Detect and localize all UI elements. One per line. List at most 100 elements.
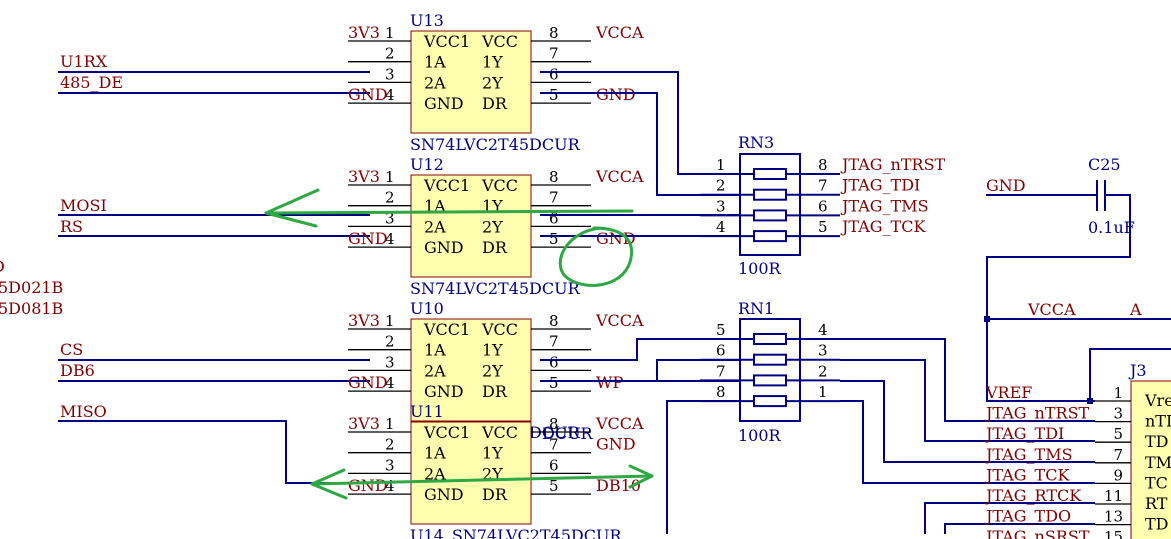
u10-pin-num-4: 4 xyxy=(385,374,395,392)
rn3-pin-left-4: 4 xyxy=(716,218,726,236)
j3-pin-num-15: 15 xyxy=(1104,528,1123,539)
wire-miso xyxy=(58,420,370,484)
j3-net-5: JTAG_TDI xyxy=(984,424,1064,443)
u12-pin-net-8: VCCA xyxy=(595,167,644,186)
u12-pin-num-6: 6 xyxy=(549,209,559,227)
rn3-net-label-2: JTAG_TMS xyxy=(840,196,929,215)
annotation-arrow-mosi-head xyxy=(264,188,320,228)
c25-value: 0.1uF xyxy=(1088,218,1135,237)
rn3-net-label-1: JTAG_TDI xyxy=(840,176,920,195)
net-label-485-de: 485_DE xyxy=(60,73,123,92)
u10-in-0: VCC1 xyxy=(423,320,470,339)
rn3-pin-right-7: 7 xyxy=(818,177,828,195)
j3-pin-name-13: TD xyxy=(1145,515,1169,534)
j3-pin-num-3: 3 xyxy=(1113,405,1123,423)
cut-net-label-a: 5D021B xyxy=(0,278,63,297)
j3-pin-name-7: TM xyxy=(1145,453,1171,472)
junction-vcca xyxy=(984,316,990,322)
rn3-net-label-0: JTAG_nTRST xyxy=(840,155,946,174)
u12-in-3: GND xyxy=(424,238,464,257)
j3-pin-num-7: 7 xyxy=(1113,446,1123,464)
j3-pin-name-9: TC xyxy=(1145,473,1168,492)
j3-net-1: VREF xyxy=(985,383,1032,402)
u13-out-0: VCC xyxy=(481,32,518,51)
u13-pin-num-8: 8 xyxy=(549,24,559,42)
u11-pin-net-8: VCCA xyxy=(595,414,644,433)
u12-pin-net-4: GND xyxy=(348,229,388,248)
annotation-arrow-miso-left-head xyxy=(310,468,348,500)
u10-in-3: GND xyxy=(424,382,464,401)
u10-ref: U10 xyxy=(410,299,444,318)
j3-net-13: JTAG_TDO xyxy=(984,507,1071,526)
wire-rn1-3-tdi xyxy=(840,359,1095,442)
u12-in-2: 2A xyxy=(424,217,446,236)
u12-in-0: VCC1 xyxy=(423,176,470,195)
u10-in-2: 2A xyxy=(424,361,446,380)
rn1-pin-right-2: 2 xyxy=(818,362,828,380)
net-label-mosi: MOSI xyxy=(60,196,107,215)
u12-ref: U12 xyxy=(410,155,444,174)
u10-pin-num-1: 1 xyxy=(385,312,395,330)
u12-pin-num-3: 3 xyxy=(385,209,395,227)
cut-net-label-top: D xyxy=(0,257,5,276)
rn3-pin-right-5: 5 xyxy=(818,218,828,236)
u11-ref: U11 xyxy=(410,402,444,421)
wire-u13-1y xyxy=(540,71,740,175)
rn1-ref: RN1 xyxy=(738,299,774,318)
j3-net-7: JTAG_TMS xyxy=(984,445,1073,464)
rn1-resistor-2 xyxy=(753,374,787,387)
j3-pin-num-9: 9 xyxy=(1113,466,1123,484)
junction-vref xyxy=(1087,398,1093,404)
u11-pin-net-7: GND xyxy=(596,435,636,454)
ic-u10[interactable]: U10SN74LVC2T45DCUR13V38VCCAVCC1VCC271A1Y… xyxy=(348,299,644,442)
u11-body xyxy=(410,421,532,525)
u12-out-0: VCC xyxy=(481,176,518,195)
c25-ref: C25 xyxy=(1088,155,1121,174)
j3-pin-num-1: 1 xyxy=(1113,384,1123,402)
u11-pin-num-6: 6 xyxy=(549,456,559,474)
rn1-pin-right-3: 3 xyxy=(818,342,828,360)
u10-pin-num-5: 5 xyxy=(549,374,559,392)
rn3-pin-right-8: 8 xyxy=(818,156,828,174)
rn3-resistor-1 xyxy=(753,188,787,201)
cut-net-label-b: 5D081B xyxy=(0,299,63,318)
u13-pin-net-8: VCCA xyxy=(595,23,644,42)
wire-u13-2y xyxy=(540,92,740,196)
j3-pin-num-11: 11 xyxy=(1104,487,1123,505)
u13-pin-num-7: 7 xyxy=(549,45,559,63)
u13-pin-num-6: 6 xyxy=(549,65,559,83)
rn1-pin-left-8: 8 xyxy=(716,383,726,401)
j3-pin-name-3: nTI xyxy=(1145,412,1171,431)
capacitor-c25[interactable]: GND C25 0.1uF xyxy=(986,155,1135,402)
u11-pin-net-1: 3V3 xyxy=(348,414,380,433)
u13-pin-net-4: GND xyxy=(348,85,388,104)
u12-part: SN74LVC2T45DCUR xyxy=(410,279,581,298)
u12-pin-num-7: 7 xyxy=(549,189,559,207)
u12-out-2: 2Y xyxy=(482,217,503,236)
u10-pin-num-7: 7 xyxy=(549,333,559,351)
u13-in-1: 1A xyxy=(424,53,446,72)
u10-pin-net-4: GND xyxy=(348,373,388,392)
u13-in-2: 2A xyxy=(424,73,446,92)
j3-ref: J3 xyxy=(1128,361,1147,380)
wire-rn1-4-ntrst xyxy=(840,338,1095,422)
u11-pin-num-4: 4 xyxy=(385,477,395,495)
rn3-pin-left-3: 3 xyxy=(716,197,726,215)
u10-part-overlap: DCUR xyxy=(542,424,594,443)
wire-rn1-1-tck xyxy=(840,400,1095,484)
rn3-resistor-2 xyxy=(753,209,787,222)
annotation-arrow-miso-right-head xyxy=(628,464,654,489)
u10-out-1: 1Y xyxy=(482,341,503,360)
